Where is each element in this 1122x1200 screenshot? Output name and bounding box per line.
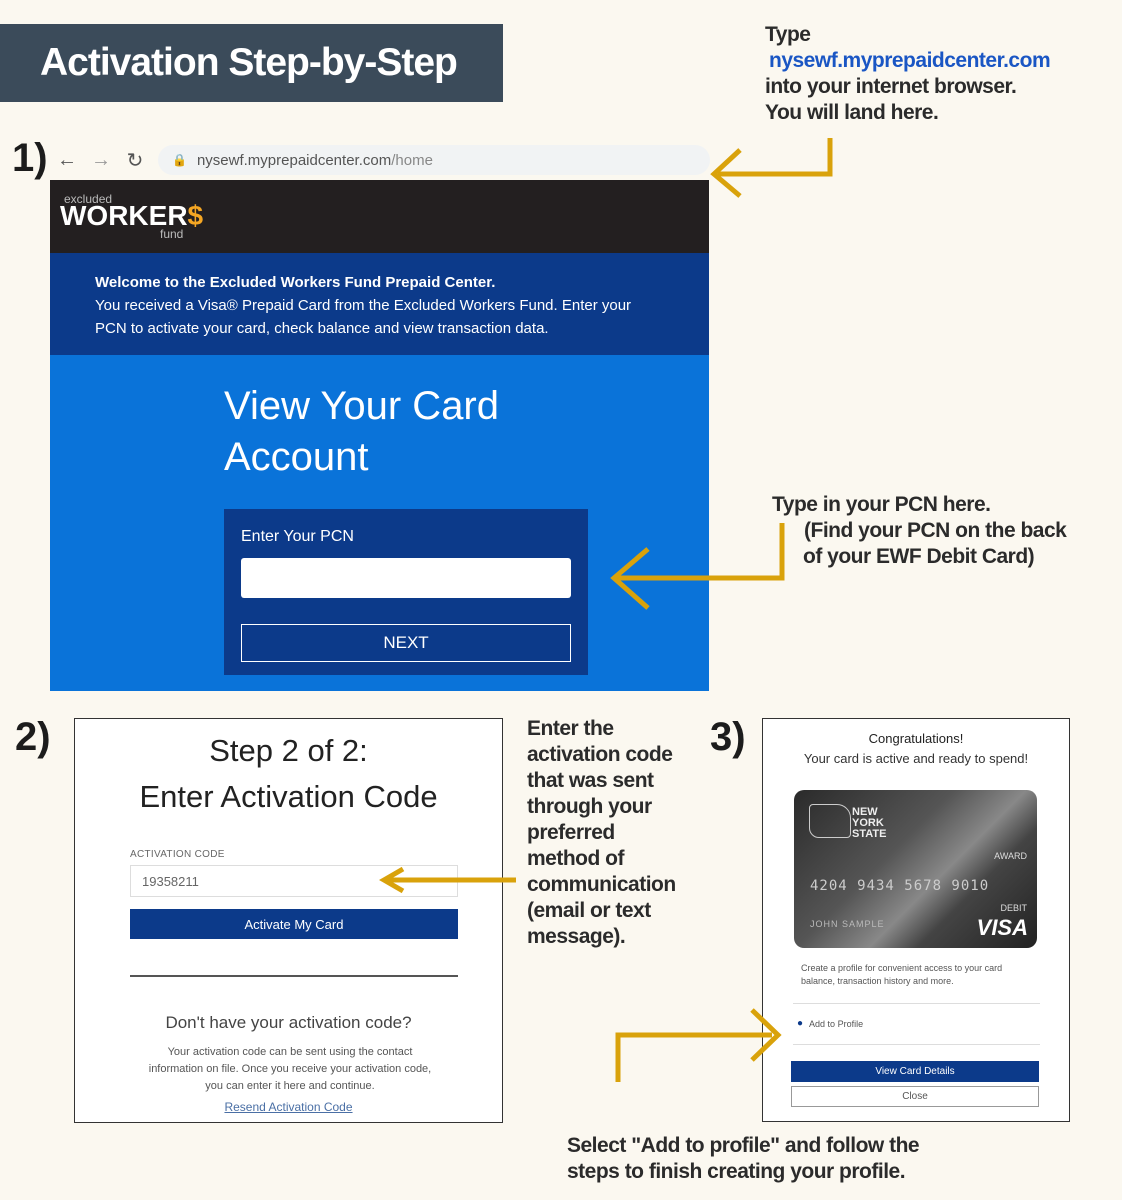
workers-logo[interactable]: WORKER$	[60, 200, 204, 231]
pcn-instruction-note: Type in your PCN here. (Find your PCN on…	[772, 493, 1067, 568]
arrow-to-browser-icon	[718, 138, 833, 177]
arrow-right-icon[interactable]: →	[91, 148, 111, 171]
step-number-3: 3)	[710, 715, 746, 759]
pcn-label: Enter Your PCN	[241, 528, 354, 545]
reload-icon[interactable]: ↻	[126, 149, 144, 172]
arrow-to-pcn-icon	[618, 523, 785, 581]
card-debit: DEBIT	[1000, 903, 1027, 913]
divider	[793, 1044, 1040, 1045]
hero-title: View Your Card Account	[224, 384, 499, 479]
hero-section: View Your Card Account Enter Your PCN NE…	[50, 355, 709, 691]
visa-logo: VISA	[976, 915, 1028, 940]
arrow-to-browser-head-icon	[710, 148, 742, 198]
page-title: Activation Step-by-Step	[0, 24, 503, 102]
view-card-details-button[interactable]: View Card Details	[791, 1061, 1039, 1082]
card-active-panel: Congratulations! Your card is active and…	[762, 718, 1070, 1122]
step-number-1: 1)	[12, 136, 48, 180]
logo-subtitle: excluded	[64, 192, 113, 206]
activation-code-panel: Step 2 of 2: Enter Activation Code ACTIV…	[74, 718, 503, 1123]
browser-instruction-note: Type nysewf.myprepaidcenter.com into you…	[765, 23, 1051, 124]
profile-instruction-note: Select "Add to profile" and follow the s…	[567, 1134, 920, 1183]
pcn-input[interactable]	[241, 558, 571, 598]
debit-card-image: NEW YORK STATE AWARD 4204 9434 5678 9010…	[794, 790, 1037, 948]
lock-icon: 🔒	[172, 153, 187, 167]
activate-card-button[interactable]: Activate My Card	[130, 909, 458, 939]
card-number: 4204 9434 5678 9010	[810, 878, 990, 894]
resend-code-link[interactable]: Resend Activation Code	[224, 1100, 353, 1114]
card-ready-text: Your card is active and ready to spend!	[803, 751, 1029, 766]
no-code-question: Don't have your activation code?	[165, 1013, 412, 1032]
activation-code-label: ACTIVATION CODE	[130, 849, 225, 860]
url-path: /home	[391, 151, 433, 169]
logo-fund: fund	[160, 227, 184, 241]
arrow-to-pcn-head-icon	[610, 547, 650, 610]
arrow-to-profile-head-icon	[750, 1008, 782, 1062]
profile-description: Create a profile for convenient access t…	[801, 963, 1003, 986]
pcn-form: Enter Your PCN NEXT	[224, 509, 588, 675]
card-award: AWARD	[994, 851, 1027, 861]
prepaid-center-site: excluded WORKER$ fund Welcome to the Exc…	[50, 180, 709, 691]
card-holder: JOHN SAMPLE	[810, 919, 885, 929]
add-to-profile-link[interactable]: ● Add to Profile	[797, 1018, 864, 1029]
url-host: nysewf.myprepaidcenter.com	[196, 151, 392, 169]
arrow-left-icon[interactable]: ←	[57, 148, 77, 171]
url-link[interactable]: nysewf.myprepaidcenter.com	[769, 49, 1051, 72]
next-button[interactable]: NEXT	[241, 624, 571, 662]
congratulations-heading: Congratulations!	[868, 731, 964, 746]
activation-instruction-note: Enter the activation code that was sent …	[527, 717, 676, 948]
site-header: excluded WORKER$ fund	[50, 180, 709, 253]
arrow-to-code-head-icon	[379, 866, 405, 894]
browser-toolbar: ← → ↻ 🔒 nysewf.myprepaidcenter.com/home	[50, 140, 710, 180]
divider	[130, 975, 458, 977]
address-bar[interactable]: 🔒 nysewf.myprepaidcenter.com/home	[158, 145, 710, 175]
person-icon: ●	[797, 1018, 804, 1029]
ny-state-map-icon	[809, 804, 851, 838]
step-number-2: 2)	[15, 715, 51, 759]
welcome-banner: Welcome to the Excluded Workers Fund Pre…	[50, 253, 709, 355]
divider	[793, 1003, 1040, 1004]
card-state-text: NEW YORK STATE	[852, 806, 887, 840]
step2-title: Step 2 of 2: Enter Activation Code	[139, 733, 438, 814]
arrow-to-profile-icon	[615, 1032, 772, 1082]
close-button[interactable]: Close	[791, 1086, 1039, 1107]
resend-description: Your activation code can be sent using t…	[148, 1046, 432, 1092]
